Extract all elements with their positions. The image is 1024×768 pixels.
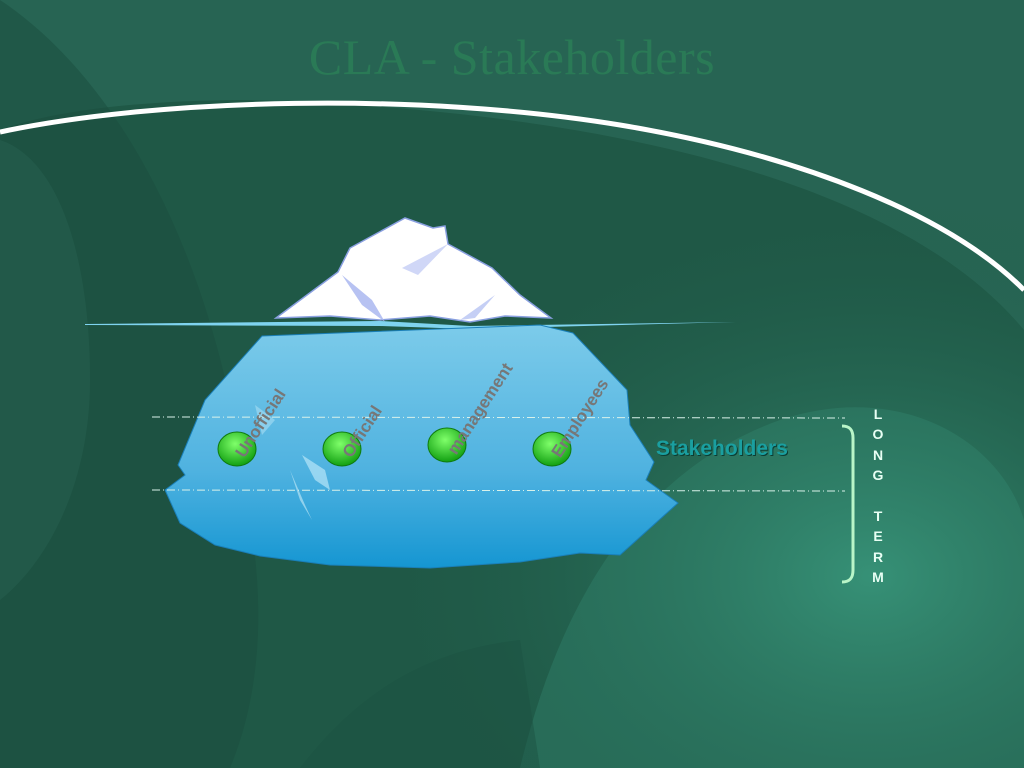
long-term-letter: G [872, 467, 884, 484]
long-term-letter: L [873, 406, 883, 422]
long-term-letter: O [872, 426, 884, 443]
long-term-label: L O N G T E R M [870, 404, 886, 588]
long-term-letter: T [873, 507, 883, 524]
stakeholder-node-official [322, 431, 362, 467]
long-term-bracket [841, 424, 855, 584]
stakeholder-node-employees [532, 431, 572, 467]
long-term-letter: N [872, 446, 884, 463]
long-term-letter: M [872, 569, 884, 586]
long-term-letter [870, 486, 886, 506]
stakeholder-node-unofficial [217, 431, 257, 467]
stakeholder-node-management [427, 427, 467, 463]
long-term-letter: E [873, 528, 883, 545]
long-term-letter: R [872, 548, 884, 565]
slide-title: CLA - Stakeholders [308, 29, 716, 85]
stakeholders-label: Stakeholders [656, 437, 788, 460]
